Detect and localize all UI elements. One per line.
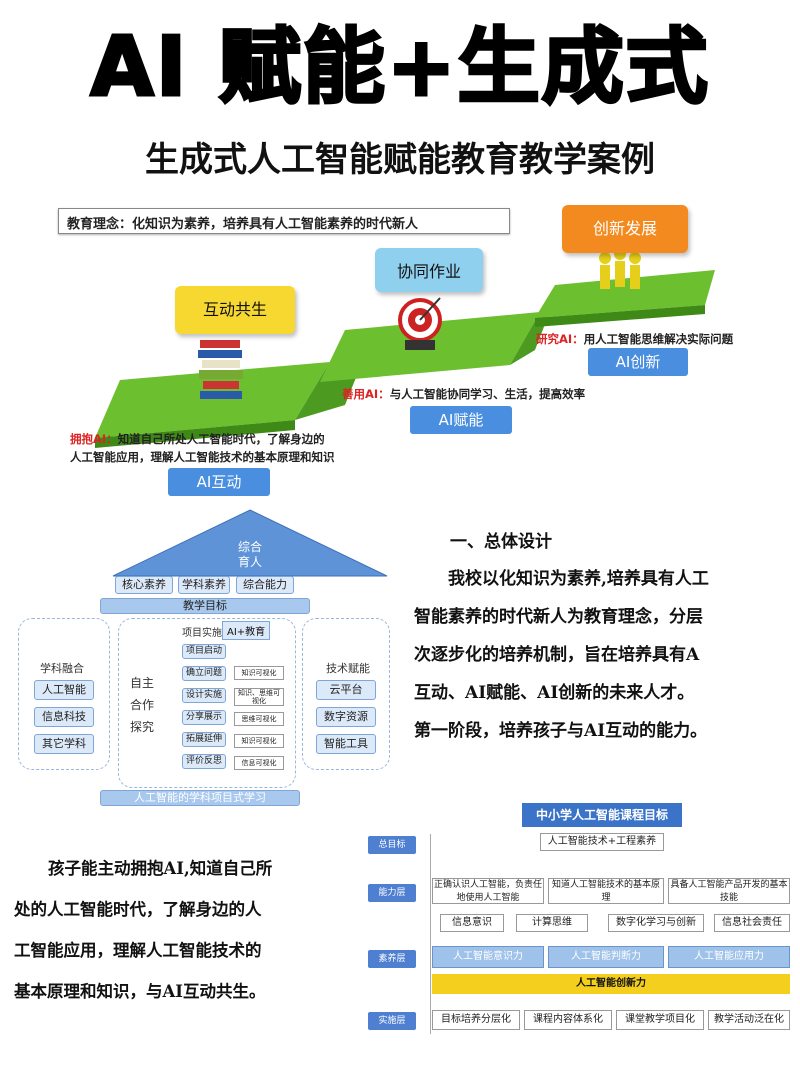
row-label-literacy: 素养层 (368, 950, 416, 968)
pillar-subject: 学科素养 (178, 576, 230, 594)
note-use: 善用AI：与人工智能协同学习、生活，提高效率 (342, 387, 586, 401)
callout-collaboration: 协同作业 (375, 248, 483, 292)
yellow-goal: 人工智能创新力 (432, 974, 790, 994)
impl-4: 教学活动泛在化 (708, 1010, 790, 1030)
row-label-total: 总目标 (368, 836, 416, 854)
design-heading: 一、总体设计 (450, 532, 552, 552)
impl-1: 目标培养分层化 (432, 1010, 520, 1030)
visual-5: 信息可视化 (234, 756, 284, 770)
project-header: 项目实施 (182, 628, 222, 639)
staircase-graphic (95, 248, 715, 448)
goals-connector (430, 834, 792, 1034)
teaching-goal-bar: 教学目标 (100, 598, 310, 614)
design-line-2: 智能素养的时代新人为教育理念，分层 (414, 607, 703, 627)
right-item-tools: 智能工具 (316, 734, 376, 754)
callout-innovation: 创新发展 (562, 205, 688, 253)
step-design: 设计实施 (182, 688, 226, 703)
row-label-ability: 能力层 (368, 884, 416, 902)
callout-interaction: 互动共生 (175, 286, 295, 334)
left-item-other: 其它学科 (34, 734, 94, 754)
child-body: 孩子能主动拥抱AI,知道自己所 处的人工智能时代，了解身边的人 工智能应用，理解… (14, 848, 354, 1012)
left-panel-title: 学科融合 (40, 662, 84, 675)
child-line-3: 工智能应用，理解人工智能技术的 (14, 941, 262, 960)
subtitle: 生成式人工智能赋能教育教学案例 (145, 140, 655, 180)
goals-title: 中小学人工智能课程目标 (522, 803, 682, 827)
project-tag: AI+教育 (222, 621, 271, 640)
left-item-ai: 人工智能 (34, 680, 94, 700)
row-label-impl: 实施层 (368, 1012, 416, 1030)
design-line-1: 我校以化知识为素养,培养具有人工 (448, 569, 709, 589)
people-icon (599, 248, 641, 289)
design-line-5: 第一阶段，培养孩子与AI互动的能力。 (414, 721, 708, 741)
literacy-1: 信息意识 (440, 914, 504, 932)
impl-3: 课堂教学项目化 (616, 1010, 704, 1030)
right-panel (302, 618, 390, 770)
apex-label: 综合育人 (237, 540, 262, 569)
step-evaluate: 评价反思 (182, 754, 226, 769)
blue-goal-2: 人工智能判断力 (548, 946, 664, 968)
step-extend: 拓展延伸 (182, 732, 226, 747)
ability-2: 知道人工智能技术的基本原理 (548, 878, 664, 904)
child-line-4: 基本原理和知识，与AI互动共生。 (14, 982, 266, 1001)
learning-modes: 自主合作探究 (130, 676, 155, 734)
note-embrace: 拥抱AI：知道自己所处人工智能时代，了解身边的 人工智能应用，理解人工智能技术的… (70, 432, 335, 464)
goal-main: 人工智能技术+工程素养 (540, 833, 664, 851)
step-3-front (535, 305, 705, 327)
child-line-2: 处的人工智能时代，了解身边的人 (14, 900, 262, 919)
design-line-4: 互动、AI赋能、AI创新的未来人才。 (414, 683, 695, 703)
design-body: 我校以化知识为素养,培养具有人工 智能素养的时代新人为教育理念，分层 次逐步化的… (414, 560, 794, 750)
step-share: 分享展示 (182, 710, 226, 725)
note-research: 研究AI：用人工智能思维解决实际问题 (536, 332, 734, 346)
step-1-front (95, 420, 295, 448)
target-icon (398, 297, 442, 350)
step-1 (95, 362, 330, 438)
right-item-resources: 数字资源 (316, 707, 376, 727)
right-item-cloud: 云平台 (316, 680, 376, 700)
stage-ai-interaction: AI互动 (168, 468, 270, 496)
visual-4: 知识可视化 (234, 734, 284, 748)
design-line-3: 次逐步化的培养机制，旨在培养具有A (414, 645, 700, 665)
literacy-2: 计算思维 (516, 914, 588, 932)
books-icon (198, 340, 243, 399)
impl-2: 课程内容体系化 (524, 1010, 612, 1030)
philosophy-bar: 教育理念：化知识为素养，培养具有人工智能素养的时代新人 (58, 208, 510, 234)
ability-3: 具备人工智能产品开发的基本技能 (668, 878, 790, 904)
literacy-4: 信息社会责任 (714, 914, 790, 932)
right-panel-title: 技术赋能 (326, 662, 370, 675)
stage-ai-empower: AI赋能 (410, 406, 512, 434)
pillar-ability: 综合能力 (236, 576, 294, 594)
visual-1: 知识可视化 (234, 666, 284, 680)
stage-ai-innovation: AI创新 (588, 348, 688, 376)
bottom-bar: 人工智能的学科项目式学习 (100, 790, 300, 806)
visual-2: 知识、思维可视化 (234, 688, 284, 706)
ability-1: 正确认识人工智能，负责任地使用人工智能 (432, 878, 544, 904)
visual-3: 思维可视化 (234, 712, 284, 726)
main-title: AI 赋能+生成式 (89, 19, 710, 117)
pillar-core: 核心素养 (115, 576, 173, 594)
step-3 (535, 270, 715, 318)
blue-goal-1: 人工智能意识力 (432, 946, 544, 968)
left-item-it: 信息科技 (34, 707, 94, 727)
blue-goal-3: 人工智能应用力 (668, 946, 790, 968)
child-line-1: 孩子能主动拥抱AI,知道自己所 (48, 859, 273, 878)
step-define: 确立问题 (182, 666, 226, 681)
step-start: 项目启动 (182, 644, 226, 659)
literacy-3: 数字化学习与创新 (608, 914, 704, 932)
left-panel (18, 618, 110, 770)
center-panel (118, 618, 296, 788)
